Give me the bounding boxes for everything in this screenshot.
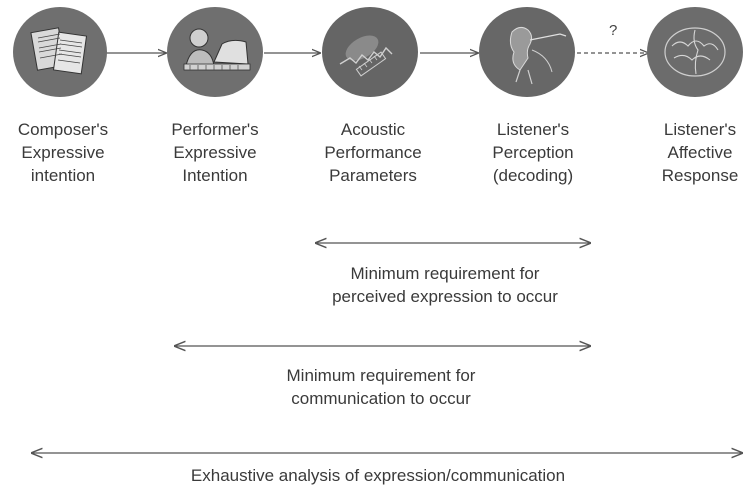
stage-label-line: Performance [324, 143, 422, 162]
range-caption-perceived: Minimum requirement for perceived expres… [300, 262, 590, 308]
stage-label-line: Expressive [173, 143, 257, 162]
stage-label-acoustic: Acoustic Performance Parameters [303, 118, 443, 187]
stage-label-performer: Performer's Expressive Intention [145, 118, 285, 187]
stage-label-line: Listener's [663, 120, 737, 139]
range-caption-line: Exhaustive analysis of expression/commun… [190, 466, 566, 485]
stage-label-line: Perception [492, 143, 574, 162]
stage-label-line: Affective [667, 143, 733, 162]
range-caption-exhaustive: Exhaustive analysis of expression/commun… [150, 464, 606, 487]
range-caption-line: perceived expression to occur [332, 287, 558, 306]
stage-label-line: Intention [182, 166, 248, 185]
uncertain-link-mark: ? [609, 22, 618, 39]
stage-label-line: Composer's [17, 120, 109, 139]
stage-label-line: intention [30, 166, 96, 185]
range-caption-communication: Minimum requirement for communication to… [236, 364, 526, 410]
stage-label-composer: Composer's Expressive intention [0, 118, 133, 187]
stage-label-line: (decoding) [492, 166, 574, 185]
brain-icon [647, 7, 743, 97]
acoustic-waveform-icon [322, 7, 418, 97]
stage-label-line: Listener's [496, 120, 570, 139]
range-caption-line: Minimum requirement for [350, 264, 540, 283]
stage-label-affective: Listener's Affective Response [630, 118, 750, 187]
stage-label-line: Response [661, 166, 739, 185]
performer-icon [167, 7, 263, 97]
range-caption-line: communication to occur [291, 389, 471, 408]
range-caption-line: Minimum requirement for [286, 366, 476, 385]
stage-label-line: Performer's [171, 120, 259, 139]
stage-label-line: Parameters [329, 166, 417, 185]
sheet-music-icon [13, 7, 107, 97]
stage-label-line: Expressive [21, 143, 105, 162]
listener-icon [479, 7, 575, 97]
stage-label-line: Acoustic [340, 120, 406, 139]
stage-label-perception: Listener's Perception (decoding) [463, 118, 603, 187]
